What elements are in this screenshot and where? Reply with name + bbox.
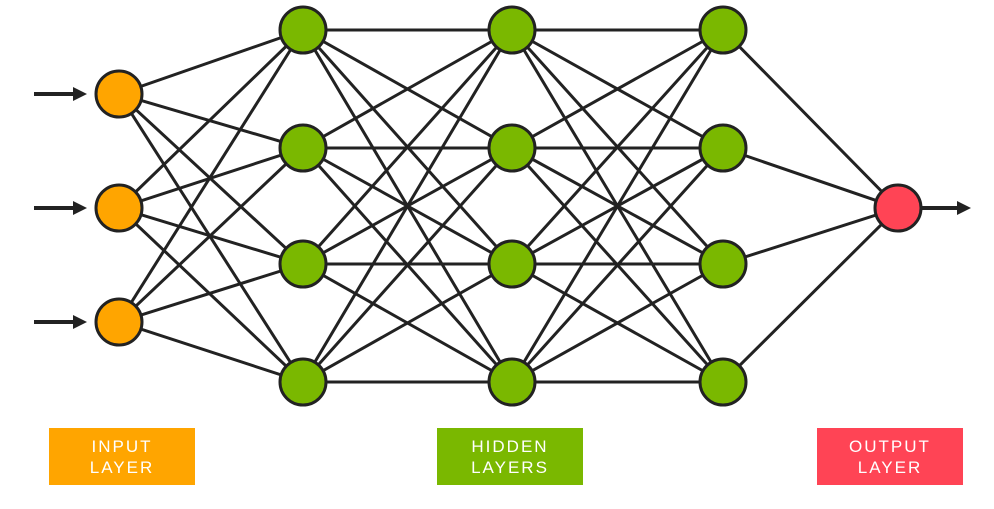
arrows <box>34 87 971 329</box>
hidden-node-l1-2 <box>278 123 328 173</box>
hidden-node-l2-3 <box>487 239 537 289</box>
output-label-line1: OUTPUT <box>849 436 931 456</box>
edge-l1n3-l2n0 <box>301 29 514 383</box>
input-arrow-2 <box>34 201 87 215</box>
edge-l1n1-l2n0 <box>302 28 513 150</box>
input-label-line2: LAYER <box>89 457 155 477</box>
hidden-label-line1: HIDDEN <box>471 436 549 456</box>
edge-l0n0-l1n0 <box>118 28 304 96</box>
edge-l3n1-l4n0 <box>722 146 899 210</box>
neurons <box>94 5 923 407</box>
hidden-node-l2-2 <box>487 123 537 173</box>
edge-l0n2-l1n1 <box>117 146 305 324</box>
output-arrow <box>921 201 971 215</box>
edge-l2n3-l3n1 <box>510 146 725 384</box>
edge-l1n3-l2n2 <box>302 262 513 384</box>
edge-l2n3-l3n2 <box>511 262 724 384</box>
edge-l0n0-l1n3 <box>117 93 305 383</box>
input-label-line1: INPUT <box>91 436 153 456</box>
edge-l0n1-l1n0 <box>117 28 305 210</box>
edge-l0n2-l1n3 <box>118 320 304 384</box>
input-arrow-1 <box>34 87 87 101</box>
input-arrow-3 <box>34 315 87 329</box>
edge-l1n3-l2n1 <box>301 147 514 383</box>
output-label-line2: LAYER <box>857 457 923 477</box>
input-node-l0-1 <box>94 69 144 119</box>
hidden-node-l3-2 <box>698 123 748 173</box>
hidden-label-line2: LAYERS <box>471 457 549 477</box>
input-node-l0-2 <box>94 183 144 233</box>
hidden-node-l1-3 <box>278 239 328 289</box>
edge-l1n2-l2n0 <box>301 29 514 265</box>
input-layer-label: INPUT LAYER <box>49 428 195 485</box>
edge-l0n1-l1n3 <box>117 206 305 384</box>
edge-l3n3-l4n0 <box>721 206 900 384</box>
hidden-node-l2-1 <box>487 5 537 55</box>
edge-l3n2-l4n0 <box>722 206 899 266</box>
input-node-l0-3 <box>94 297 144 347</box>
hidden-node-l1-4 <box>278 357 328 407</box>
hidden-layers-label: HIDDEN LAYERS <box>437 428 583 485</box>
hidden-node-l2-4 <box>487 357 537 407</box>
edge-l2n3-l3n0 <box>510 29 725 383</box>
edge-l3n0-l4n0 <box>721 28 900 210</box>
edge-l0n2-l1n0 <box>117 29 305 323</box>
hidden-node-l3-4 <box>698 357 748 407</box>
edge-l0n2-l1n2 <box>118 262 304 324</box>
hidden-node-l3-3 <box>698 239 748 289</box>
edge-l2n2-l3n0 <box>510 28 725 266</box>
hidden-node-l3-1 <box>698 5 748 55</box>
output-node-l4-1 <box>873 183 923 233</box>
hidden-node-l1-1 <box>278 5 328 55</box>
edge-l2n1-l3n0 <box>511 28 724 150</box>
connections <box>117 28 900 384</box>
output-layer-label: OUTPUT LAYER <box>817 428 963 485</box>
